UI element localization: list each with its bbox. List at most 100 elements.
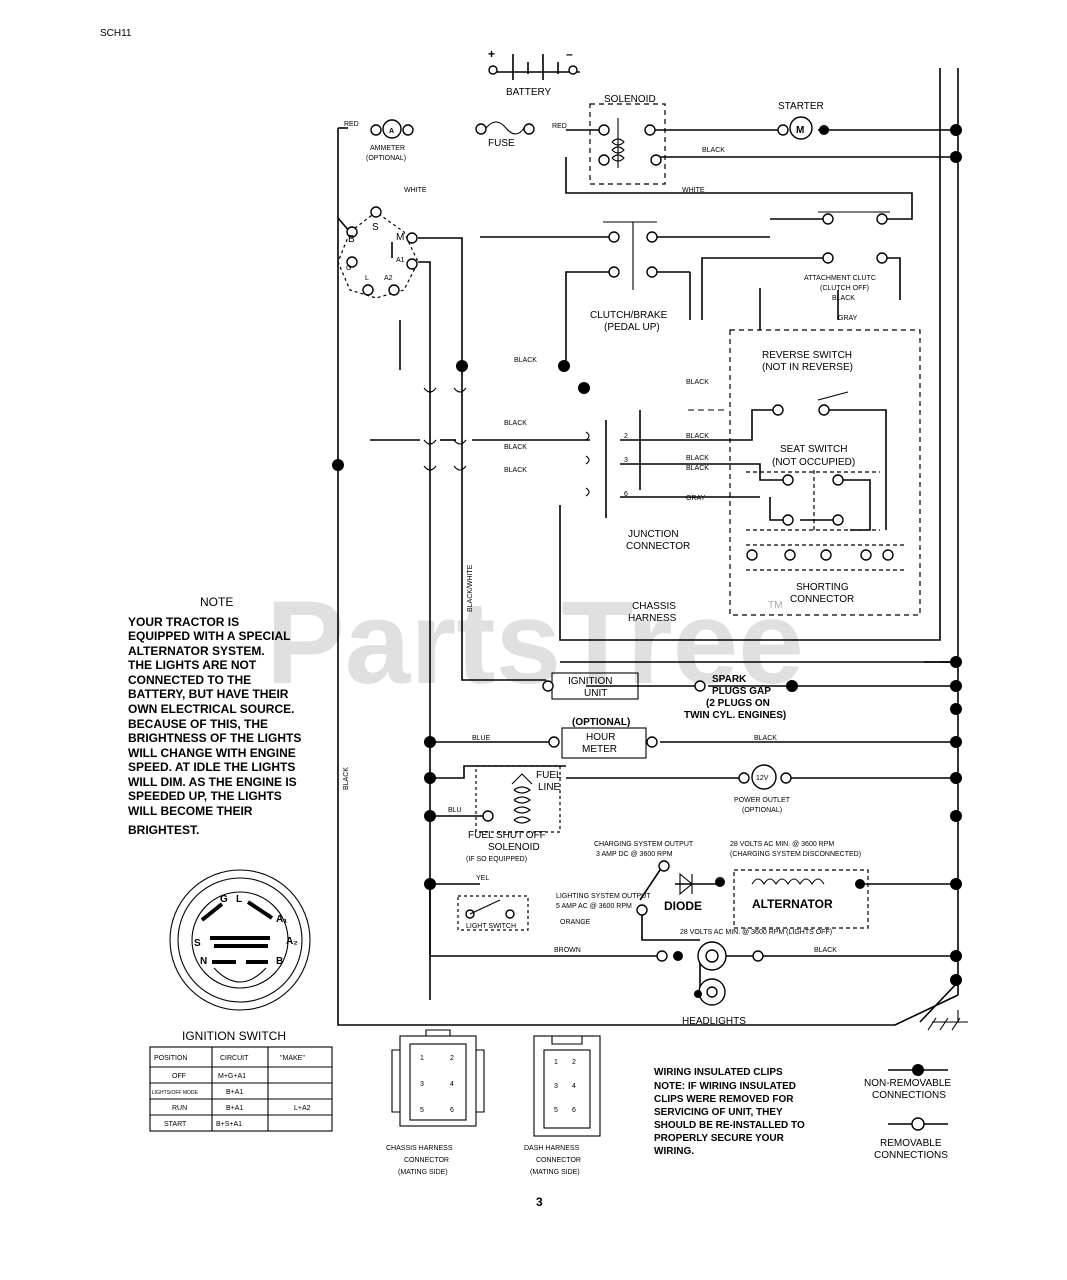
dh-line-0: DASH HARNESS (524, 1145, 580, 1152)
hour-meter-sub: METER (582, 744, 617, 755)
hour-meter-optional: (OPTIONAL) (572, 717, 630, 728)
clips-line-0: WIRING INSULATED CLIPS (654, 1067, 783, 1078)
attachment-clutch-switch: ATTACHMENT CLUTC (CLUTCH OFF) BLACK GRAY (804, 211, 890, 322)
ch-pin-1: 1 (420, 1055, 424, 1062)
ignition-unit-label: IGNITION (568, 676, 612, 687)
page-number: 3 (536, 1195, 543, 1209)
chassis-harness-connector: 1 2 3 4 5 6 CHASSIS HARNESS CONNECTOR (M… (386, 1029, 485, 1176)
td-0-0: OFF (172, 1073, 186, 1080)
face-n: N (200, 956, 207, 967)
fuel-solenoid: FUEL LINE FUEL SHUT OFF SOLENOID (IF SO … (466, 765, 562, 863)
ch-line-2: (MATING SIDE) (398, 1169, 448, 1176)
battery: + – BATTERY (488, 47, 578, 98)
power-outlet-label: POWER OUTLET (734, 797, 791, 804)
lighting-output-2: 5 AMP AC @ 3600 RPM (556, 903, 632, 910)
spark-plugs: SPARK PLUGS GAP (2 PLUGS ON TWIN CYL. EN… (684, 674, 798, 721)
note-line-14: BRIGHTEST. (128, 823, 199, 837)
attachment-clutch-label: ATTACHMENT CLUTC (804, 275, 876, 282)
charging-output-2: 3 AMP DC @ 3600 RPM (596, 851, 673, 858)
shorting-sub: CONNECTOR (790, 594, 854, 605)
battery-plus: + (488, 47, 495, 61)
ignition-switch-face: G L A₁ S A₂ N B IGNITION SWITCH (169, 869, 311, 1043)
chassis-harness-label: CHASSIS (632, 601, 676, 612)
wire-black-9: BLACK (686, 379, 709, 386)
light-switch-label: LIGHT SWITCH (466, 923, 516, 930)
wire-white-1: WHITE (404, 187, 427, 194)
ignition-table: POSITION CIRCUIT "MAKE" OFF M+G+A1 LIGHT… (149, 1046, 333, 1132)
term-a1: A1 (396, 257, 405, 264)
note-line-10: SPEED. AT IDLE THE LIGHTS (128, 760, 295, 774)
dh-pin-1: 1 (554, 1059, 558, 1066)
fuse: FUSE (475, 121, 535, 149)
spark-3: (2 PLUGS ON (706, 698, 770, 709)
th-circuit: CIRCUIT (220, 1055, 249, 1062)
term-s: S (372, 222, 379, 233)
light-switch: LIGHT SWITCH (457, 895, 529, 931)
td-2-2: L+A2 (294, 1105, 311, 1112)
face-a1: A₁ (276, 914, 287, 925)
alternator: ALTERNATOR (733, 869, 869, 929)
dash-switch-box (729, 329, 921, 616)
note-line-13: WILL BECOME THEIR (128, 804, 253, 818)
ch-pin-3: 3 (420, 1081, 424, 1088)
clips-note: WIRING INSULATED CLIPS NOTE: IF WIRING I… (654, 1067, 805, 1157)
watermark: PartsTree (266, 577, 804, 709)
fuel-line-sub: LINE (538, 782, 561, 793)
connection-dots (332, 124, 962, 986)
ch-pin-2: 2 (450, 1055, 454, 1062)
legend-removable-1: CONNECTIONS (874, 1150, 948, 1161)
alternator-note: NOTE YOUR TRACTOR IS EQUIPPED WITH A SPE… (128, 595, 301, 837)
diode-label: DIODE (664, 899, 702, 913)
face-g: G (220, 894, 228, 905)
wire-black-2: BLACK (832, 295, 855, 302)
reverse-switch: REVERSE SWITCH (NOT IN REVERSE) (688, 350, 853, 416)
ac-volts-top-2: (CHARGING SYSTEM DISCONNECTED) (730, 851, 861, 858)
pin-6: 6 (624, 491, 628, 498)
clips-line-3: SERVICING OF UNIT, THEY (654, 1107, 783, 1118)
ch-line-0: CHASSIS HARNESS (386, 1145, 453, 1152)
wire-black-12: BLACK (754, 735, 777, 742)
dh-pin-6: 6 (572, 1107, 576, 1114)
note-line-9: WILL CHANGE WITH ENGINE (128, 746, 296, 760)
fuse-label: FUSE (488, 138, 515, 149)
key-switch-terminals: S B M G A1 L A2 (337, 206, 419, 299)
ch-pin-5: 5 (420, 1107, 424, 1114)
connection-legend: NON-REMOVABLE CONNECTIONS REMOVABLE CONN… (864, 1064, 951, 1161)
wire-orange: ORANGE (560, 919, 591, 926)
shorting-label: SHORTING (796, 582, 849, 593)
ignition-unit: IGNITION UNIT (542, 672, 639, 700)
dh-pin-2: 2 (572, 1059, 576, 1066)
term-a2: A2 (384, 275, 393, 282)
junction-label: JUNCTION (628, 529, 679, 540)
power-outlet: 12V POWER OUTLET (OPTIONAL) (734, 764, 792, 814)
chassis-harness-sub: HARNESS (628, 613, 677, 624)
note-line-4: CONNECTED TO THE (128, 673, 251, 687)
wire-black-7: BLACK (686, 455, 709, 462)
fuel-solenoid-1: FUEL SHUT OFF (468, 830, 546, 841)
battery-minus: – (566, 47, 573, 61)
spark-4: TWIN CYL. ENGINES) (684, 710, 786, 721)
starter: M STARTER (777, 101, 829, 140)
clips-line-2: CLIPS WERE REMOVED FOR (654, 1094, 794, 1105)
battery-label: BATTERY (506, 87, 552, 98)
fuel-solenoid-3: (IF SO EQUIPPED) (466, 856, 527, 863)
ch-pin-4: 4 (450, 1081, 454, 1088)
charging-system: CHARGING SYSTEM OUTPUT 3 AMP DC @ 3600 R… (556, 841, 861, 936)
dh-line-2: (MATING SIDE) (530, 1169, 580, 1176)
legend-removable-0: REMOVABLE (880, 1138, 942, 1149)
note-line-0: YOUR TRACTOR IS (128, 615, 239, 629)
note-line-7: BECAUSE OF THIS, THE (128, 717, 268, 731)
td-3-1: B+S+A1 (216, 1121, 242, 1128)
wire-white-2: WHITE (682, 187, 705, 194)
wire-clips (423, 387, 467, 471)
junction-sub: CONNECTOR (626, 541, 690, 552)
wire-red-2: RED (552, 123, 567, 130)
ac-volts-bottom: 28 VOLTS AC MIN. @ 3600 RPM (LIGHTS OFF) (680, 929, 832, 936)
dh-pin-5: 5 (554, 1107, 558, 1114)
clips-line-6: WIRING. (654, 1146, 694, 1157)
note-line-11: WILL DIM. AS THE ENGINE IS (128, 775, 297, 789)
wire-red-1: RED (344, 121, 359, 128)
wire-black-white: BLACK/WHITE (467, 564, 474, 612)
face-l: L (236, 894, 242, 905)
